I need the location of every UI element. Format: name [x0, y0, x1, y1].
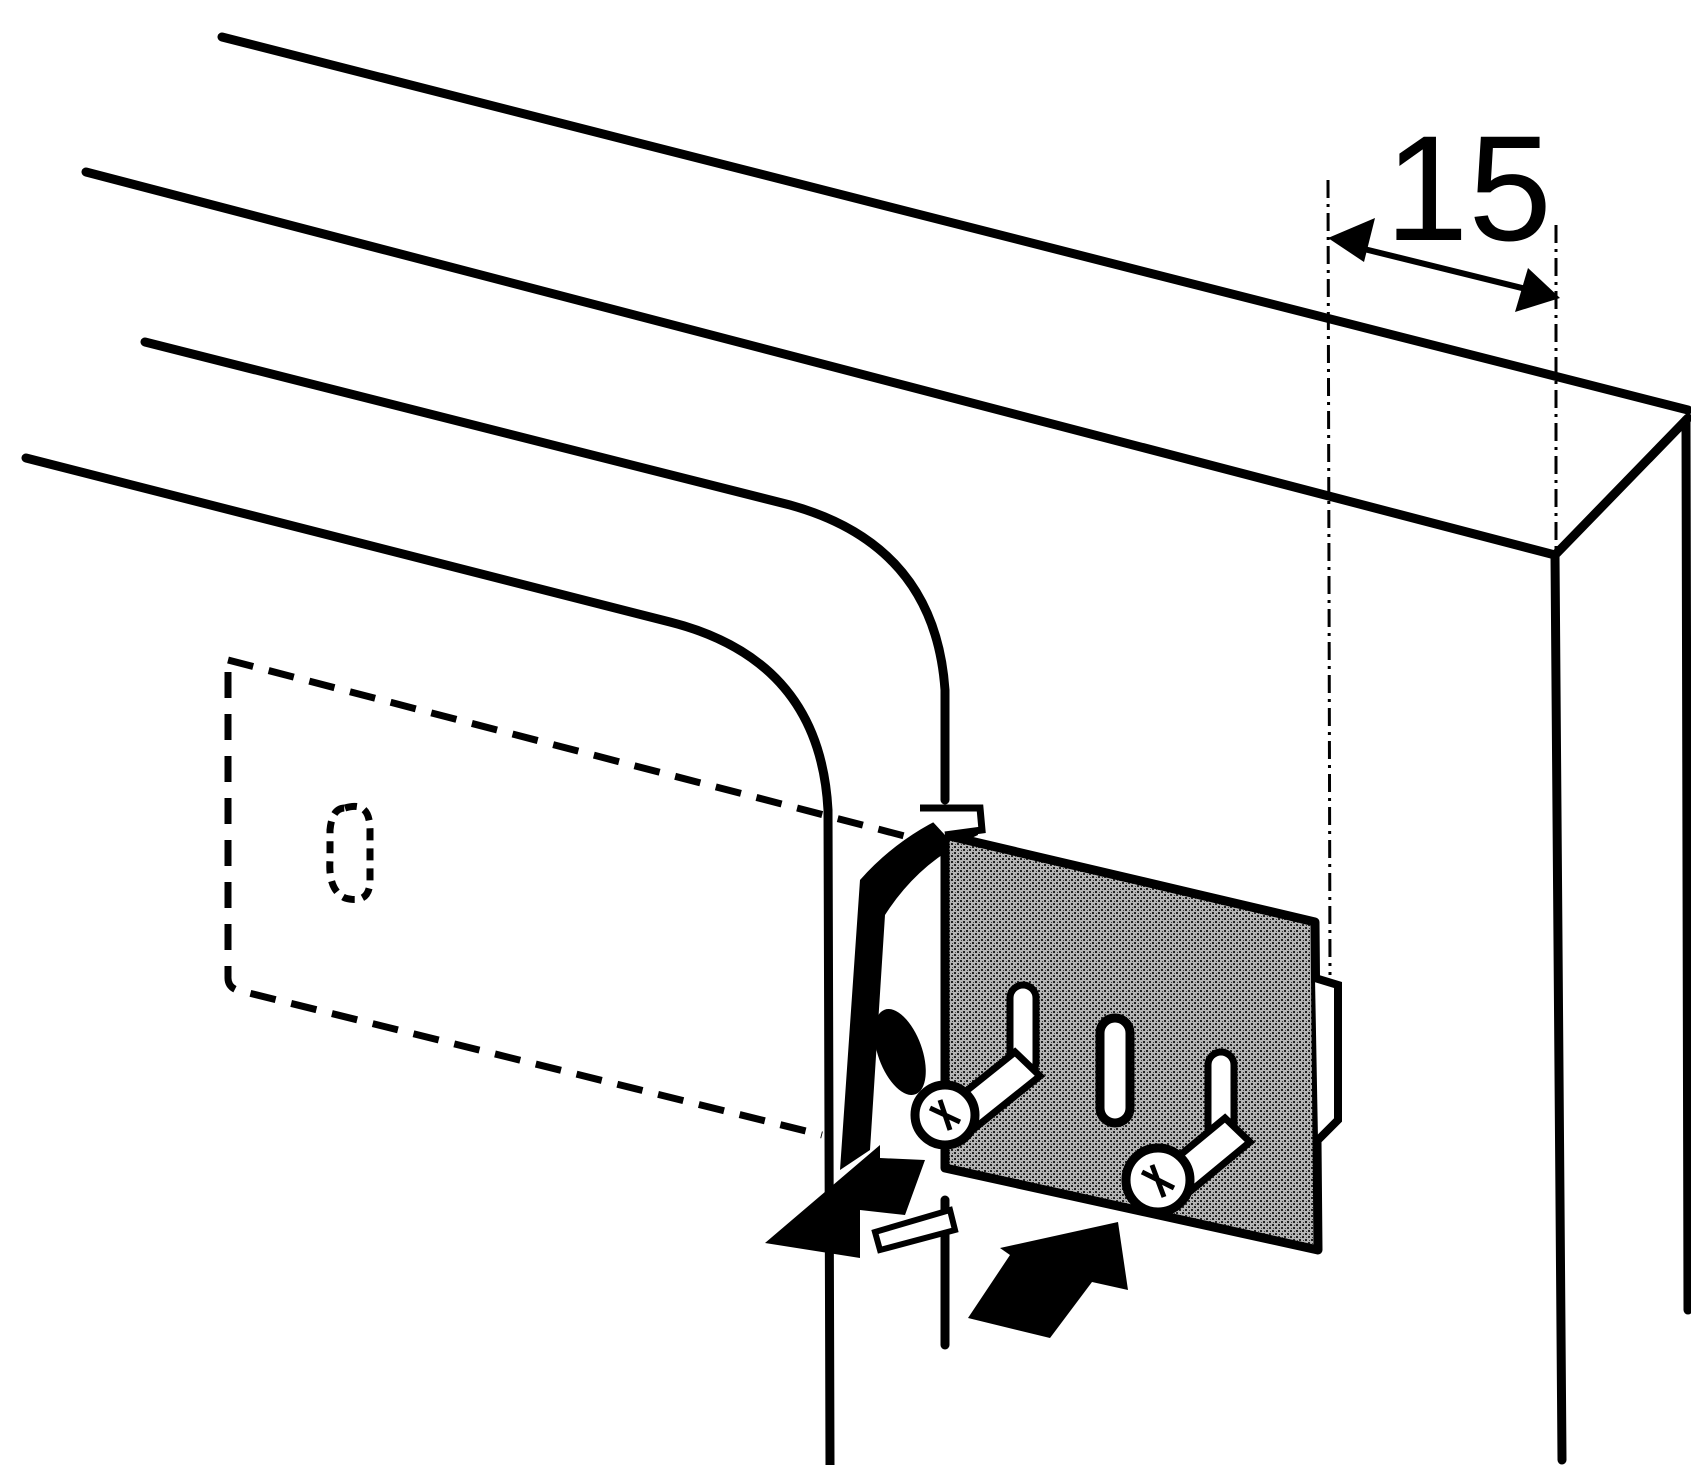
panel-front-vertical-edge	[1550, 550, 1567, 1465]
cabinet-panel	[81, 32, 1691, 1465]
panel-top-back-edge	[217, 32, 1691, 415]
screw-left	[874, 1009, 1046, 1150]
dimension-arrowhead-left	[1328, 218, 1375, 262]
door-profile-outer-line	[21, 453, 835, 1465]
hidden-hinge-outline	[224, 656, 921, 1139]
hidden-plate-dashed	[224, 656, 921, 1139]
extension-line-left	[1326, 179, 1332, 976]
hinge-bracket	[840, 804, 1342, 1255]
plate-slot-center	[1095, 1013, 1135, 1128]
screw-right	[1121, 1113, 1256, 1217]
panel-corner-bevel	[1550, 413, 1691, 560]
dimension-arrow	[1328, 218, 1560, 312]
plate-side-tab	[1313, 974, 1342, 1143]
hinge-arm	[840, 808, 978, 1170]
hidden-slot-icon	[326, 802, 374, 903]
hinge-cup-head	[874, 1009, 926, 1095]
door-profile-inner-line	[140, 337, 950, 805]
dimension-label: 15	[1385, 104, 1552, 272]
plate-top-tab	[920, 804, 986, 839]
panel-top-front-edge	[81, 167, 1560, 560]
dimension-extension-lines	[1326, 179, 1558, 976]
panel-side-vertical-edge	[1681, 415, 1691, 1315]
arrow-right-icon	[968, 1222, 1128, 1338]
direction-arrows	[765, 1145, 1128, 1338]
arrow-left-icon	[765, 1145, 925, 1258]
door-profile	[21, 337, 950, 1465]
arrow-left-blade	[871, 1206, 959, 1254]
dimension-arrowhead-right	[1515, 268, 1560, 312]
